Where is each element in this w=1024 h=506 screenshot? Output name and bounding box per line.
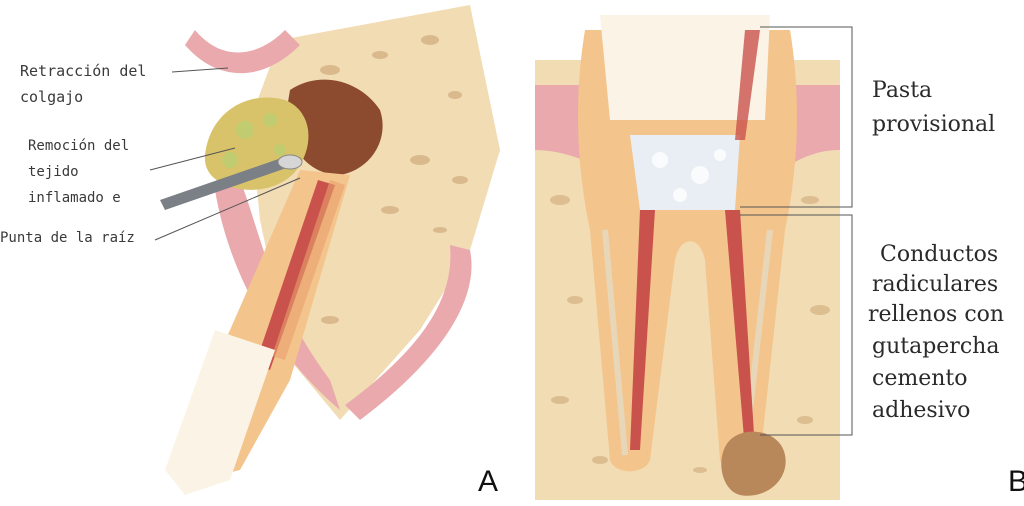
label-canals-line6: adhesivo [872, 396, 970, 426]
label-paste-line2: provisional [872, 110, 995, 140]
label-retraction-line1: Retracción del [20, 60, 146, 82]
label-canals-line3: rellenos con [868, 300, 1004, 330]
label-canals-line5: cemento [872, 364, 967, 394]
label-canals-line4: gutapercha [872, 332, 999, 362]
label-paste-line1: Pasta [872, 76, 932, 106]
label-root-tip: Punta de la raíz [0, 227, 135, 249]
label-removal-line3: inflamado e [28, 187, 121, 209]
label-removal-line2: tejido [28, 161, 79, 183]
panel-a-letter: A [478, 465, 498, 499]
label-retraction-line2: colgajo [20, 86, 83, 108]
label-removal-line1: Remoción del [28, 135, 129, 157]
label-canals-line1: Conductos [880, 240, 998, 270]
panel-b-letter: B [1008, 465, 1024, 499]
label-canals-line2: radiculares [872, 270, 998, 300]
